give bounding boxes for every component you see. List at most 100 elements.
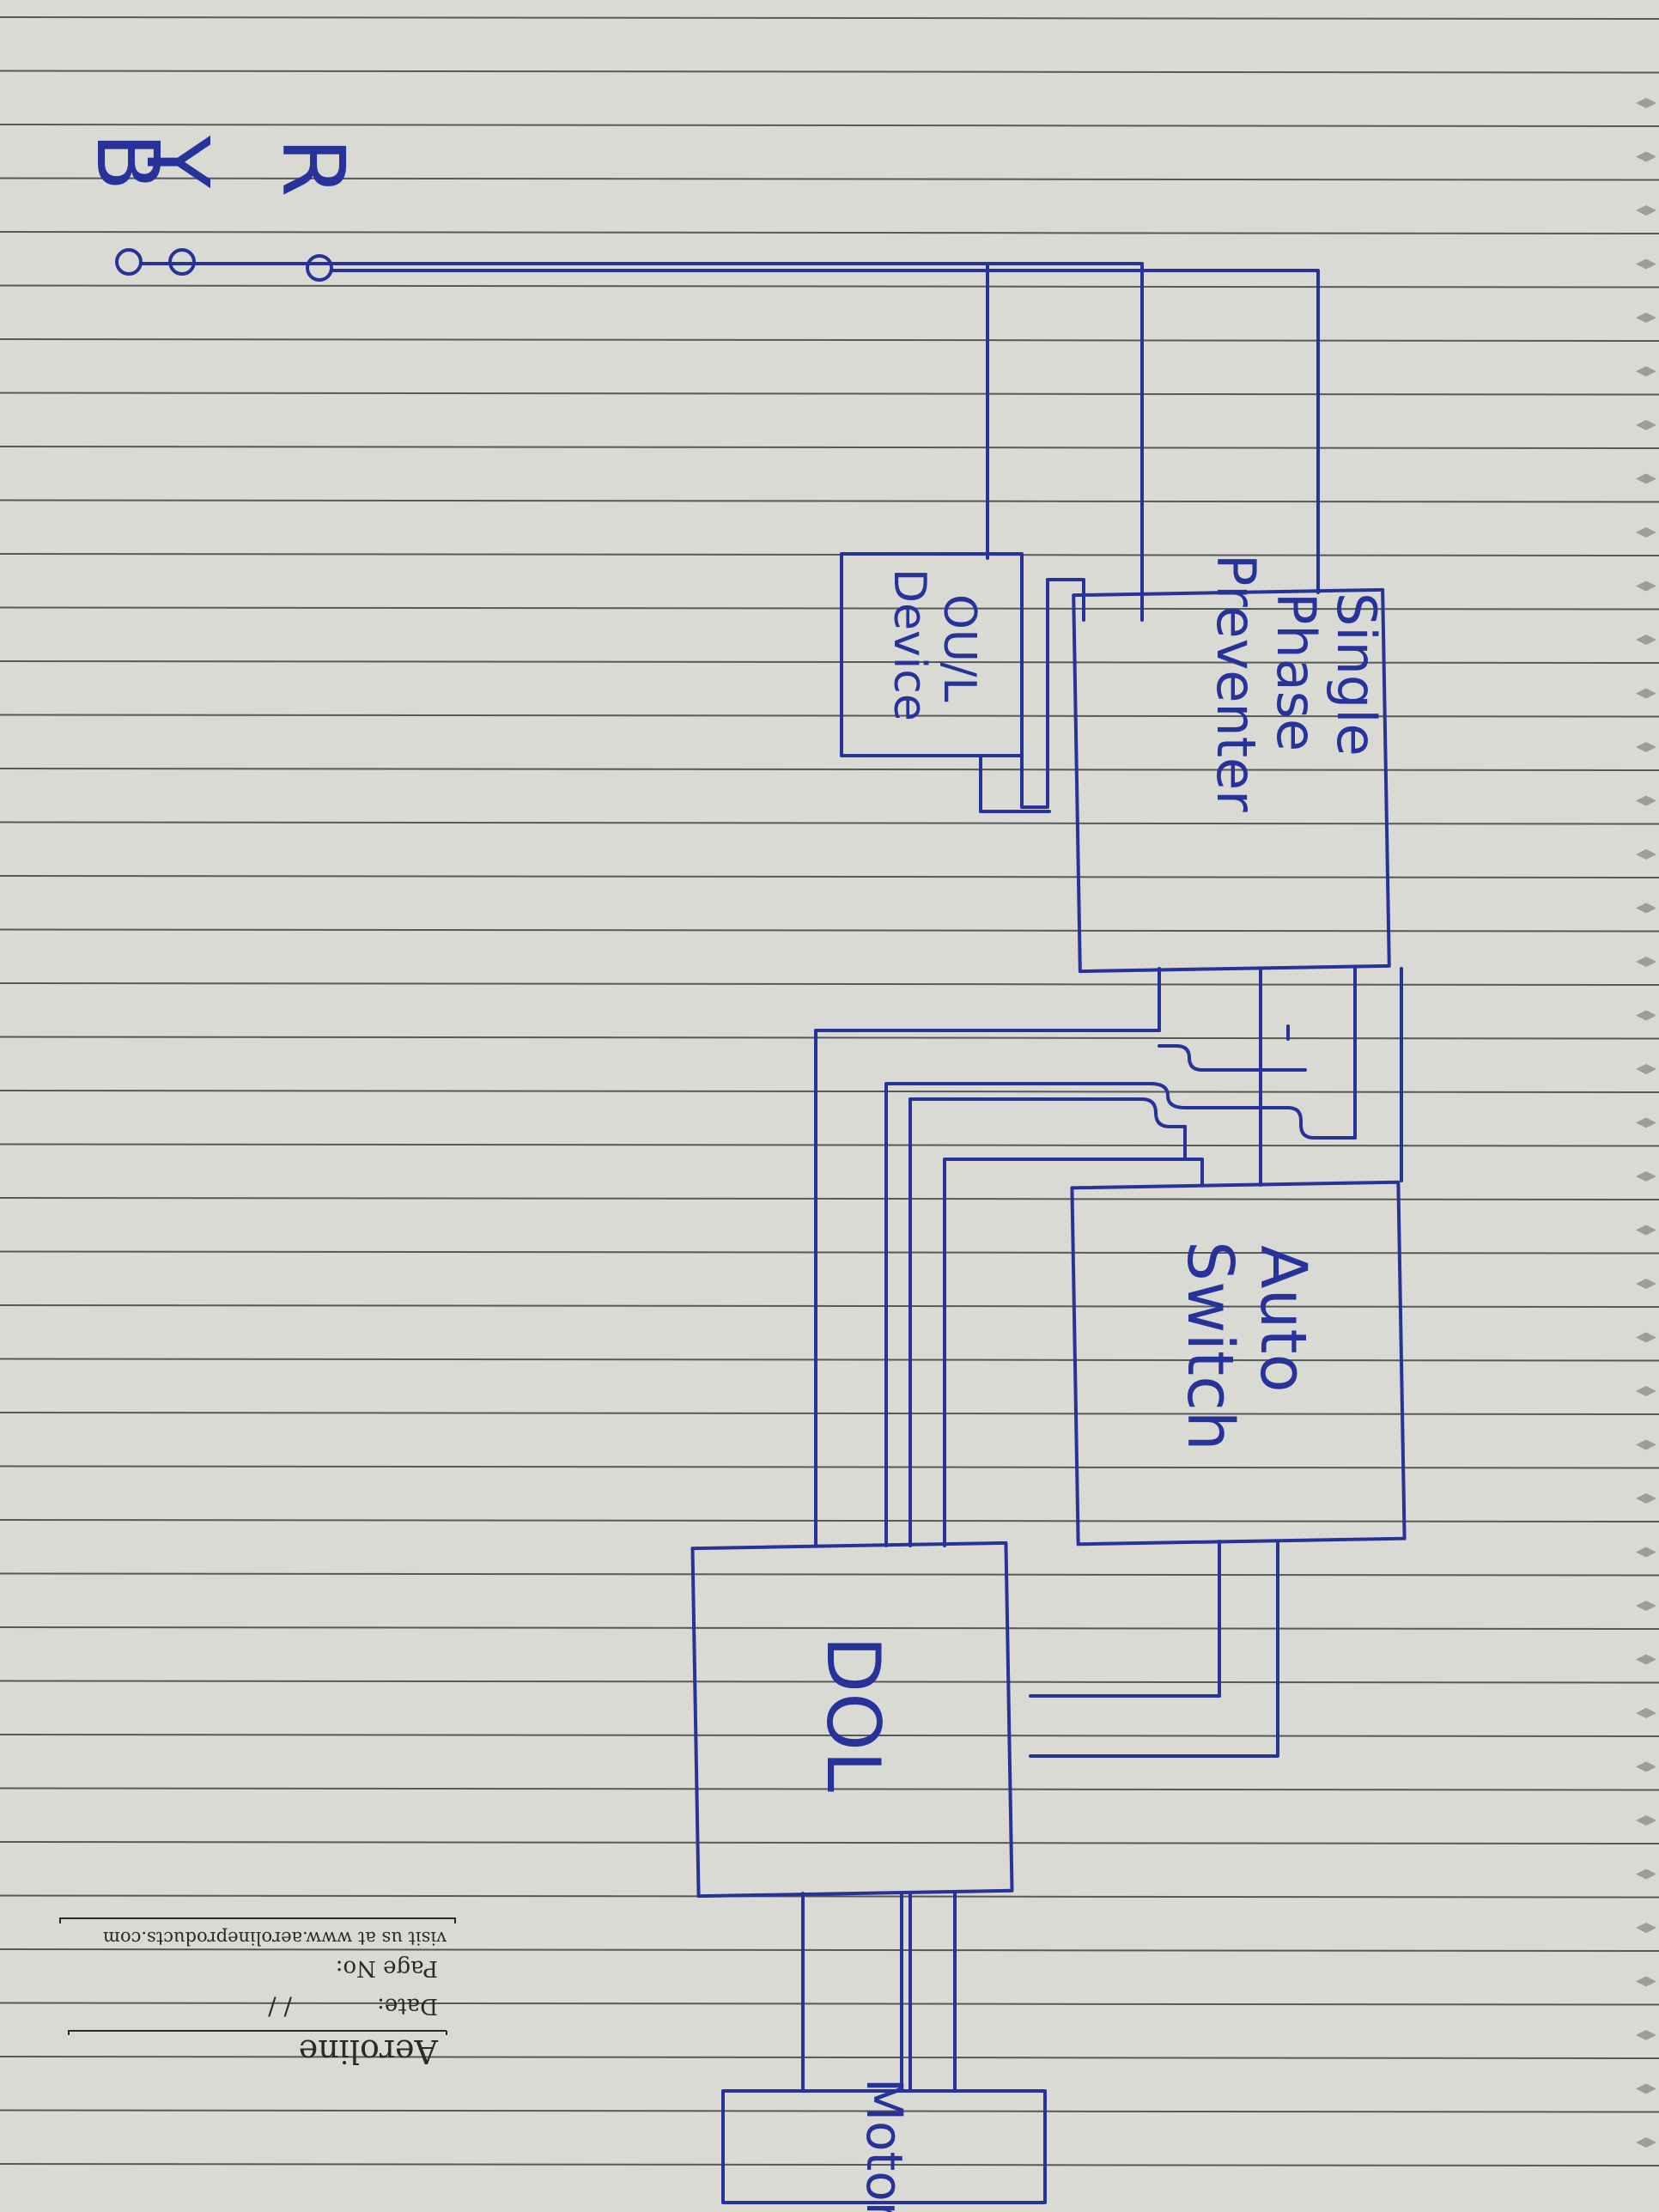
ruled-line — [0, 284, 1659, 289]
spiral-hole — [1636, 2030, 1656, 2040]
spiral-hole — [1636, 2137, 1656, 2148]
ruled-line — [0, 1465, 1659, 1469]
spiral-hole — [1636, 1869, 1656, 1880]
oul-box — [840, 552, 1024, 757]
spiral-hole — [1636, 742, 1656, 752]
spiral-hole — [1636, 527, 1656, 538]
ruled-line — [0, 1412, 1659, 1415]
spiral-hole — [1636, 795, 1656, 806]
date-label: Date: — [377, 1993, 438, 2019]
ruled-lines — [0, 16, 1659, 2166]
ruled-line — [0, 714, 1659, 718]
spiral-binding — [1636, 98, 1656, 2148]
brand-name: Aeroline — [299, 2033, 439, 2070]
motor-box — [721, 2089, 1047, 2204]
oul-label-line-2: Device — [884, 568, 935, 721]
spiral-hole — [1636, 473, 1656, 484]
ruled-line — [0, 2109, 1659, 2113]
ruled-line — [0, 2056, 1659, 2059]
block-oul-device: OU/L Device — [840, 552, 1024, 757]
spiral-hole — [1636, 1547, 1656, 1558]
auto-switch-box — [1070, 1180, 1407, 1547]
page-number-label: Page No: — [336, 1955, 438, 1981]
spiral-hole — [1636, 902, 1656, 914]
ruled-line — [0, 1143, 1659, 1147]
wire-auto-to-dol-2 — [1029, 1540, 1279, 1758]
spiral-hole — [1636, 205, 1656, 216]
spiral-hole — [1636, 849, 1656, 860]
spiral-hole — [1636, 420, 1656, 430]
spiral-hole — [1636, 313, 1656, 323]
wire-to-dol-3 — [908, 1097, 1187, 1547]
date-value: / / — [268, 1993, 292, 2021]
terminal-r — [306, 254, 333, 282]
ruled-line — [0, 446, 1659, 449]
phase-label-b: B — [77, 132, 178, 191]
ruled-line — [0, 1358, 1659, 1362]
spiral-hole — [1636, 1761, 1656, 1772]
spiral-hole — [1636, 1386, 1656, 1396]
ruled-line — [0, 1572, 1659, 1577]
spiral-hole — [1636, 580, 1656, 592]
spiral-hole — [1636, 1332, 1656, 1343]
footer-bottom-bracket — [59, 1917, 456, 1923]
phase-terminals: R Y B — [77, 132, 363, 282]
notebook-footer: Aeroline Date: / / Page No: visit us at … — [59, 1917, 456, 2070]
spp-label-line-3: Preventer — [1205, 554, 1267, 812]
ruled-line — [0, 338, 1659, 342]
spiral-hole — [1636, 258, 1656, 270]
spiral-hole — [1636, 1279, 1656, 1289]
wire-r-in — [330, 269, 1320, 594]
wire-oul-return — [979, 754, 1051, 813]
wire-oul-spp-loop — [1020, 556, 1085, 809]
ruled-line — [0, 982, 1659, 986]
spiral-hole — [1636, 1064, 1656, 1074]
oul-label-line-1: OU/L — [933, 594, 985, 702]
spiral-hole — [1636, 1439, 1656, 1450]
ruled-line — [0, 553, 1659, 556]
ruled-line — [0, 231, 1659, 234]
ruled-line — [0, 1894, 1659, 1899]
wire-to-dol-1 — [814, 1029, 1161, 1547]
spiral-hole — [1636, 1010, 1656, 1021]
ruled-line — [0, 1090, 1659, 1093]
spiral-hole — [1636, 1224, 1656, 1236]
spiral-hole — [1636, 1923, 1656, 1933]
ruled-line — [0, 875, 1659, 878]
ruled-line — [0, 1250, 1659, 1255]
ruled-line — [0, 1948, 1659, 1952]
spiral-hole — [1636, 1976, 1656, 1987]
ruled-line — [0, 177, 1659, 181]
block-single-phase-preventer: Single Phase Preventer — [1072, 554, 1391, 974]
spiral-hole — [1636, 1708, 1656, 1718]
wire-auto-to-dol-1 — [1029, 1540, 1221, 1698]
block-motor: Motor — [721, 2078, 1047, 2212]
spiral-hole — [1636, 688, 1656, 699]
auto-switch-label-line-1: Auto — [1246, 1245, 1320, 1393]
block-dol: DOL — [690, 1540, 1014, 1899]
ruled-line — [0, 821, 1659, 825]
ruled-line — [0, 1036, 1659, 1040]
footer-top-bracket — [68, 2030, 447, 2035]
spp-label-line-1: Single — [1325, 592, 1388, 757]
block-auto-switch: Auto Switch — [1070, 1180, 1407, 1547]
website-text: visit us at www.aerolineproducts.com — [103, 1928, 447, 1948]
ruled-line — [0, 2002, 1659, 2006]
ruled-line — [0, 1197, 1659, 1200]
wiring — [139, 262, 1403, 2093]
ruled-line — [0, 1787, 1659, 1791]
ruled-line — [0, 70, 1659, 74]
spiral-hole — [1636, 2083, 1656, 2094]
spiral-hole — [1636, 1815, 1656, 1826]
ruled-line — [0, 499, 1659, 503]
spiral-hole — [1636, 1493, 1656, 1504]
spiral-hole — [1636, 366, 1656, 377]
ruled-line — [0, 1734, 1659, 1737]
spiral-hole — [1636, 1117, 1656, 1128]
spiral-hole — [1636, 1601, 1656, 1611]
ruled-line — [0, 1841, 1659, 1844]
ruled-line — [0, 1304, 1659, 1308]
